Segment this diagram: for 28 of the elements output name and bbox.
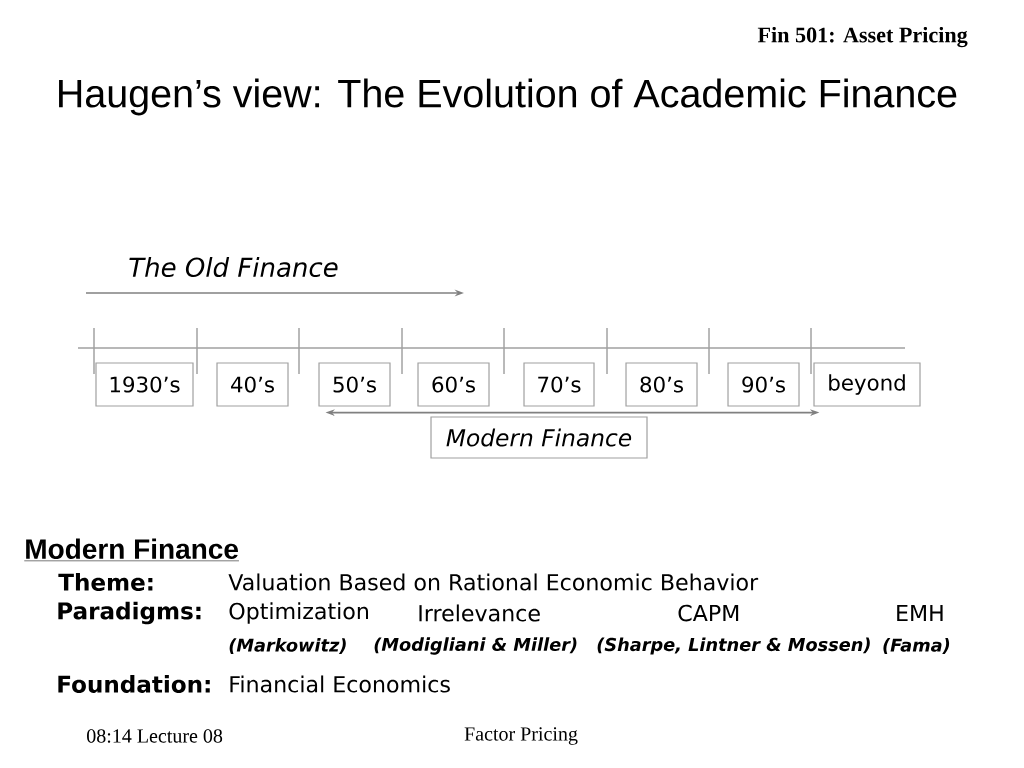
course-header: Fin 501: Asset Pricing	[757, 26, 968, 48]
decade-box: 90’s	[727, 362, 800, 407]
decade-box: 80’s	[625, 362, 698, 407]
field-label: Foundation:	[58, 675, 210, 693]
decade-box: 60’s	[417, 362, 490, 407]
decade-box: beyond	[813, 362, 921, 407]
section-heading: Modern Finance	[24, 538, 240, 562]
decade-box: 70’s	[523, 362, 595, 407]
author-note: (Sharpe, Lintner & Mossen)	[597, 637, 870, 655]
paradigm-name: Irrelevance	[419, 604, 540, 622]
field-label: Paradigms:	[58, 601, 201, 625]
author-note: (Markowitz)	[229, 638, 346, 654]
author-note: (Fama)	[883, 638, 950, 654]
decade-box: 1930’s	[95, 362, 194, 407]
footer-text: Factor Pricing	[464, 727, 578, 745]
field-value: Financial Economics	[230, 675, 450, 693]
paradigm-name: EMH	[897, 604, 943, 622]
field-value: Valuation Based on Rational Economic Behavior	[228, 573, 759, 591]
decade-box: 50’s	[318, 362, 391, 407]
decade-box: 40’s	[216, 362, 289, 407]
period-box: Modern Finance	[430, 416, 648, 459]
paradigm-name: Optimization	[229, 602, 368, 624]
footer-text: 08:14 Lecture 08	[87, 729, 223, 743]
period-label: The Old Finance	[129, 256, 338, 278]
paradigm-name: CAPM	[678, 604, 739, 622]
field-label: Theme:	[58, 573, 153, 591]
slide-title: Haugen’s view: The Evolution of Academic Finance	[59, 78, 957, 116]
author-note: (Modigliani & Miller)	[374, 637, 577, 655]
